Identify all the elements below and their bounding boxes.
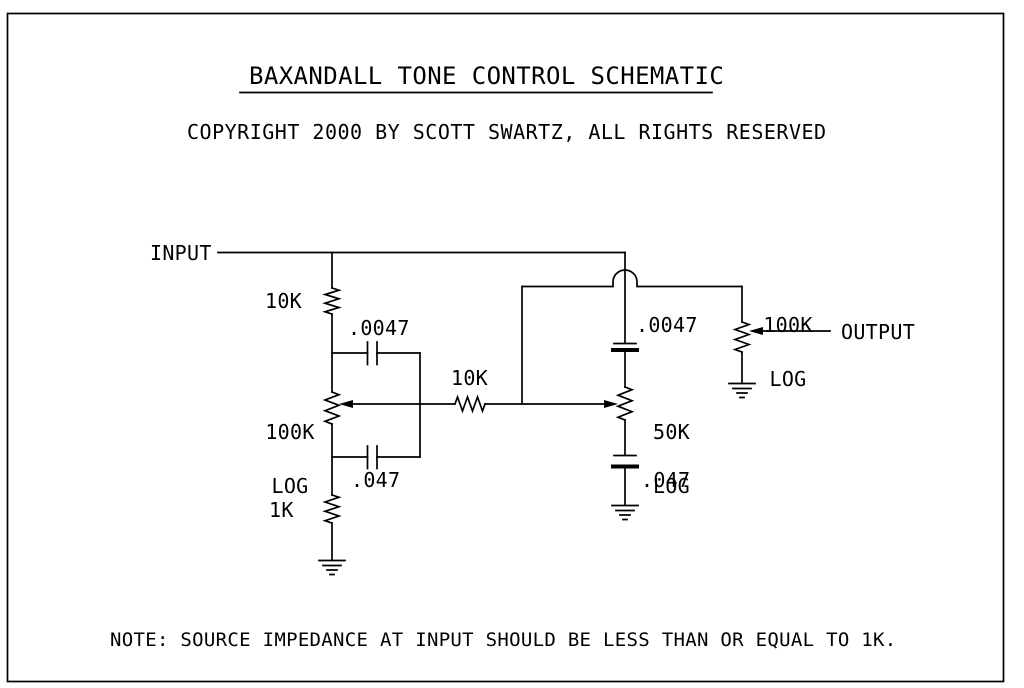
resistor-10k-input (322, 286, 342, 316)
ground-symbol-output (728, 382, 756, 399)
label-bass-cap-bottom: .047 (351, 468, 401, 492)
label-bass-pot-taper: LOG (271, 474, 309, 498)
page-title: BAXANDALL TONE CONTROL SCHEMATIC (249, 62, 725, 90)
label-treble-pot-value: 50K (653, 420, 691, 444)
capacitor-047-bass (366, 445, 378, 470)
label-bass-pot-value: 100K (265, 420, 315, 444)
label-treble-cap-top: .0047 (636, 313, 698, 337)
label-bass-cap-top: .0047 (348, 316, 410, 340)
label-output-pot-value: 100K (763, 313, 813, 337)
label-treble-pot-taper: LOG (653, 474, 691, 498)
capacitor-0047-bass (366, 341, 378, 366)
ground-symbol-left (318, 559, 346, 576)
label-treble-cap-bottom: .047 (641, 468, 691, 492)
pot-100k-bass (322, 390, 342, 426)
pot-100k-output (732, 320, 752, 354)
input-label: INPUT (150, 241, 212, 265)
label-output-pot: 100K LOG (762, 280, 814, 424)
label-treble-pot: 50K LOG (653, 387, 702, 531)
label-ground-leg-resistor: 1K (269, 498, 294, 522)
wiper-arrow-bass (339, 400, 353, 408)
ground-symbol-treble (611, 504, 639, 521)
wire-hop (521, 269, 743, 288)
label-mid-resistor: 10K (451, 366, 489, 390)
output-label: OUTPUT (841, 320, 916, 344)
label-output-pot-taper: LOG (769, 367, 807, 391)
resistor-1k (322, 493, 342, 525)
resistor-10k-mid (453, 394, 487, 414)
footer-note: NOTE: SOURCE IMPEDANCE AT INPUT SHOULD B… (110, 629, 897, 651)
wiper-arrow-output (749, 327, 763, 335)
label-input-resistor: 10K (265, 289, 303, 313)
pot-50k-treble (615, 385, 635, 422)
copyright-text: COPYRIGHT 2000 BY SCOTT SWARTZ, ALL RIGH… (187, 120, 827, 144)
label-bass-pot: 100K LOG (263, 387, 317, 531)
page-border (6, 12, 1005, 683)
wiper-arrow-treble (604, 400, 618, 408)
